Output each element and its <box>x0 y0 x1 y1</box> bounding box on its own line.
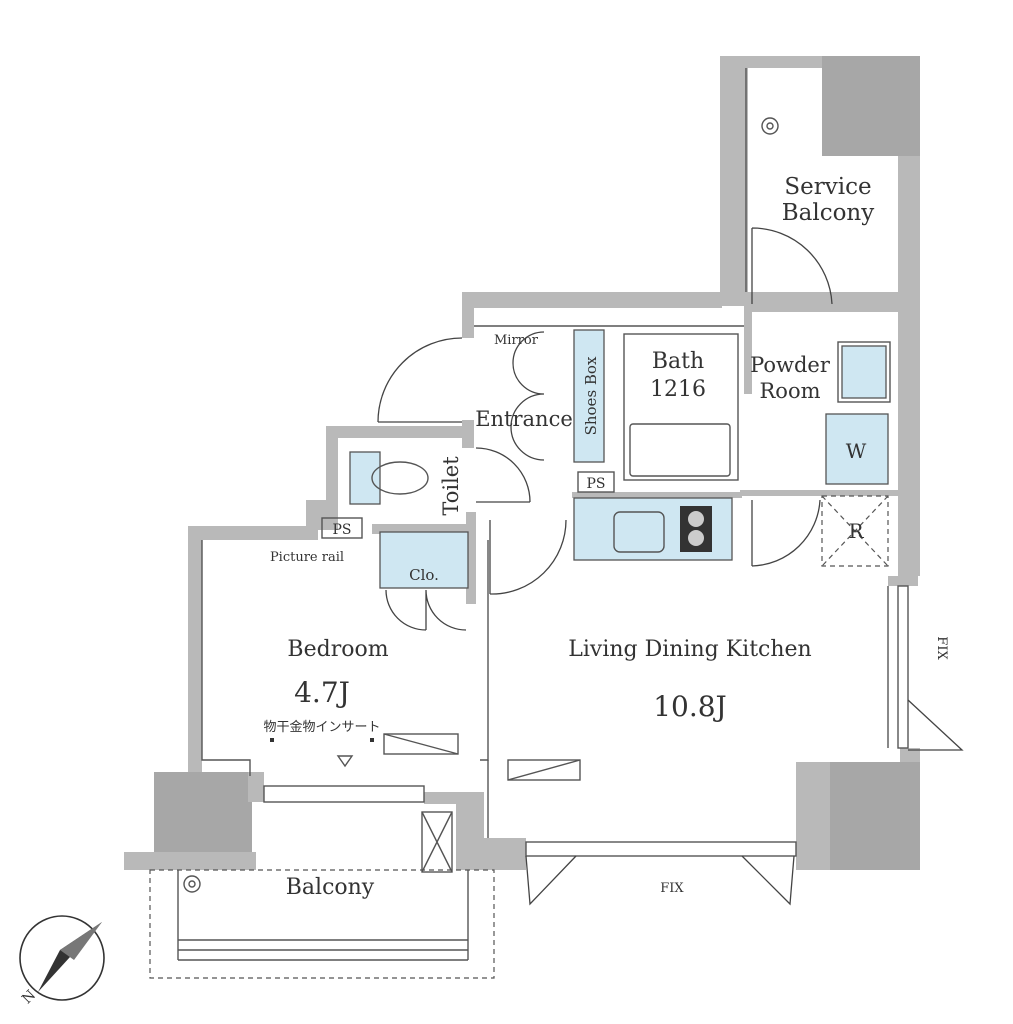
service-balcony-label-1: Service <box>784 174 871 200</box>
windows <box>263 585 964 906</box>
toilet-label: Toilet <box>439 456 463 516</box>
labels: Service Balcony Mirror Shoes Box Bath 12… <box>263 174 949 900</box>
mirror-label: Mirror <box>494 333 539 348</box>
powder-room-label-2: Room <box>759 379 820 403</box>
fix-bottom-label: FIX <box>660 881 684 896</box>
balcony-label: Balcony <box>286 875 375 900</box>
bath-label-2: 1216 <box>650 377 706 402</box>
bath-label-1: Bath <box>652 349 704 374</box>
doors <box>377 227 833 631</box>
service-balcony-label-2: Balcony <box>782 200 875 226</box>
ps-entrance-label: PS <box>586 476 605 492</box>
bedroom-label: Bedroom <box>287 637 388 662</box>
closet-label: Clo. <box>409 566 439 584</box>
picture-rail-label: Picture rail <box>270 550 344 565</box>
bedroom-size: 4.7J <box>294 676 350 709</box>
ps-bedroom-label: PS <box>332 522 351 538</box>
ldk-size: 10.8J <box>653 690 727 723</box>
ldk-label: Living Dining Kitchen <box>568 637 811 662</box>
walls <box>124 56 920 870</box>
washer-label: W <box>846 439 867 463</box>
bath-room <box>623 333 739 481</box>
washer-pan <box>825 413 889 485</box>
entrance-label: Entrance <box>475 407 573 431</box>
drying-hardware-label: 物干金物インサート <box>263 719 380 735</box>
shoes-box-label: Shoes Box <box>582 356 600 435</box>
fridge-label: R <box>848 519 864 543</box>
fridge-space <box>821 495 889 567</box>
compass-icon: N <box>19 915 105 1007</box>
outline-lines <box>201 68 889 838</box>
powder-room-label-1: Powder <box>750 353 831 377</box>
shoes-box <box>573 329 605 463</box>
fix-right-label: FIX <box>934 636 949 660</box>
balcony-railing <box>149 869 495 979</box>
fixtures <box>183 117 891 893</box>
closet <box>379 531 469 589</box>
